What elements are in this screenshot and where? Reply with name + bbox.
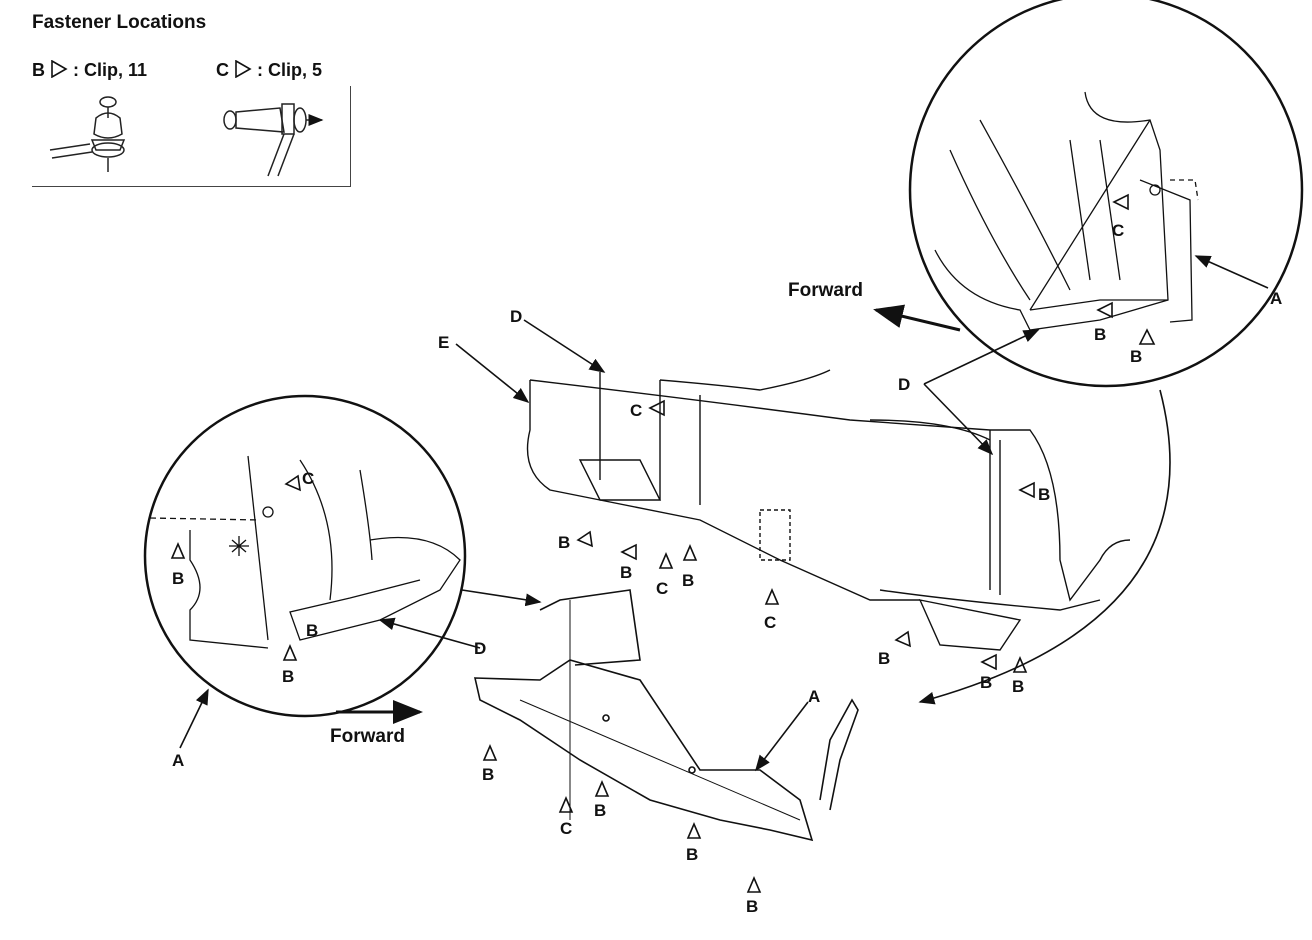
clip-c-illustration-icon bbox=[223, 103, 324, 177]
label-b: B bbox=[746, 897, 758, 916]
triangle-icon bbox=[234, 59, 252, 79]
forward-arrows bbox=[336, 304, 961, 724]
label-b: B bbox=[594, 801, 606, 820]
label-d: D bbox=[898, 375, 910, 394]
legend-c-letter: C bbox=[216, 60, 229, 80]
undercover-panel bbox=[473, 589, 859, 842]
clip-b-illustration-icon bbox=[49, 96, 126, 172]
triangle-icon bbox=[50, 59, 68, 79]
label-b: B bbox=[306, 621, 318, 640]
label-c: C bbox=[560, 819, 572, 838]
right-detail-view bbox=[908, 0, 1304, 388]
label-b: B bbox=[1094, 325, 1106, 344]
label-c: C bbox=[302, 469, 314, 488]
label-a: A bbox=[808, 687, 820, 706]
label-b: B bbox=[172, 569, 184, 588]
label-b: B bbox=[1130, 347, 1142, 366]
label-b: B bbox=[1012, 677, 1024, 696]
clip-markers bbox=[170, 193, 1156, 893]
part-labels: A B B C Forward D E D C B B C B C B B B … bbox=[172, 221, 1282, 916]
diagram-title: Fastener Locations bbox=[32, 12, 207, 33]
label-b: B bbox=[558, 533, 570, 552]
label-b: B bbox=[878, 649, 890, 668]
left-detail-view bbox=[143, 394, 467, 718]
label-b: B bbox=[686, 845, 698, 864]
label-b: B bbox=[282, 667, 294, 686]
legend-box bbox=[32, 86, 351, 187]
legend-c-desc: : Clip, 5 bbox=[257, 60, 323, 80]
legend-clip-b: B : Clip, 11 bbox=[32, 59, 148, 81]
label-a: A bbox=[1270, 289, 1282, 308]
label-c: C bbox=[630, 401, 642, 420]
label-d: D bbox=[510, 307, 522, 326]
label-b: B bbox=[980, 673, 992, 692]
label-forward: Forward bbox=[330, 726, 405, 747]
callout-arrows bbox=[179, 255, 1269, 772]
label-b: B bbox=[682, 571, 694, 590]
label-c: C bbox=[764, 613, 776, 632]
label-b: B bbox=[1038, 485, 1050, 504]
label-d: D bbox=[474, 639, 486, 658]
label-b: B bbox=[482, 765, 494, 784]
legend-clip-c: C : Clip, 5 bbox=[216, 59, 323, 81]
legend-b-desc: : Clip, 11 bbox=[73, 60, 148, 80]
label-forward: Forward bbox=[788, 280, 863, 301]
label-a: A bbox=[172, 751, 184, 770]
vehicle-front-body bbox=[526, 369, 1131, 651]
label-c: C bbox=[1112, 221, 1124, 240]
legend-b-letter: B bbox=[32, 60, 45, 80]
label-e: E bbox=[438, 333, 449, 352]
label-b: B bbox=[620, 563, 632, 582]
label-c: C bbox=[656, 579, 668, 598]
